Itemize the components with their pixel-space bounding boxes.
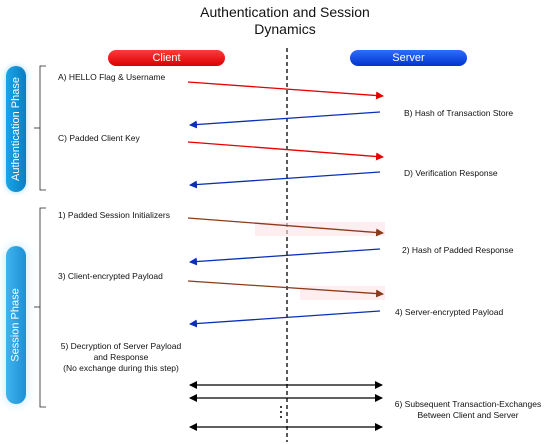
step-a-label: A) HELLO Flag & Username	[58, 72, 166, 82]
step-6-line-2: Between Client and Server	[417, 410, 519, 420]
arrow-d-server-to-client	[189, 171, 381, 189]
arrow-a-client-to-server	[187, 81, 384, 100]
arrow-c-client-to-server	[187, 141, 384, 161]
step-5-label: 5) Decryption of Server Payload and Resp…	[54, 341, 188, 374]
step-3-label: 3) Client-encrypted Payload	[58, 271, 163, 281]
step-5-line-3: (No exchange during this step)	[63, 363, 179, 373]
arrow-b-server-to-client	[189, 111, 381, 129]
authentication-phase-badge: Authentication Phase	[6, 66, 26, 192]
step-2-label: 2) Hash of Padded Response	[402, 245, 514, 255]
title-line-2: Dynamics	[254, 21, 316, 37]
arrow-4-server-to-client	[189, 310, 381, 328]
step-4-label: 4) Server-encrypted Payload	[395, 307, 504, 317]
arrow-1-client-to-server	[187, 217, 384, 237]
session-bracket	[39, 207, 46, 408]
server-header: Server	[350, 50, 467, 66]
step-6-line-1: 6) Subsequent Transaction-Exchanges	[394, 399, 542, 409]
step-6-label: 6) Subsequent Transaction-Exchanges Betw…	[389, 399, 547, 421]
step-c-label: C) Padded Client Key	[58, 133, 140, 143]
title-line-1: Authentication and Session	[200, 4, 370, 20]
step-1-label: 1) Padded Session Initializers	[58, 210, 170, 220]
step-5-line-1: 5) Decryption of Server Payload	[60, 341, 182, 351]
authentication-bracket	[39, 65, 46, 191]
client-header: Client	[108, 50, 225, 66]
ellipsis-dot-1	[280, 406, 282, 408]
ellipsis-dot-2	[280, 411, 282, 413]
arrow-3-client-to-server	[187, 280, 384, 298]
step-5-line-2: and Response	[93, 352, 149, 362]
diagram-title: Authentication and Session Dynamics	[150, 4, 420, 38]
ellipsis-dot-3	[280, 416, 282, 418]
session-phase-badge: Session Phase	[6, 246, 26, 404]
arrow-2-server-to-client	[189, 248, 381, 266]
step-b-label: B) Hash of Transaction Store	[404, 108, 514, 118]
step-d-label: D) Verification Response	[404, 168, 498, 178]
